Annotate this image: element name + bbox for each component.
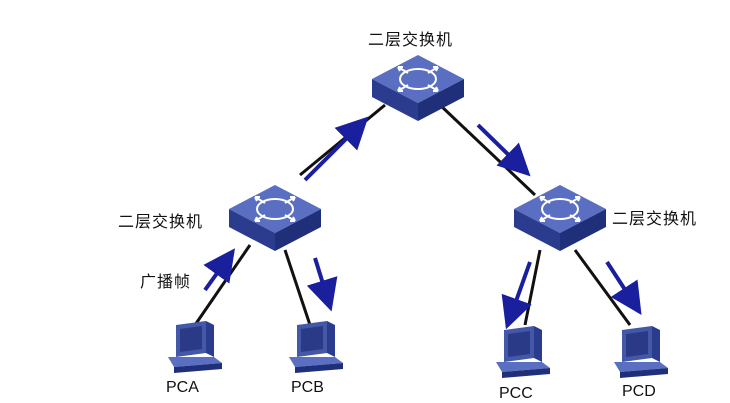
pc-icon: [614, 326, 668, 378]
pc-icon: [289, 321, 343, 373]
switch-icon: [228, 184, 322, 252]
pc-label-d: PCD: [622, 383, 656, 400]
broadcast-arrows: [203, 116, 642, 330]
link-right-pcc: [523, 249, 542, 326]
switch-label-left: 二层交换机: [118, 212, 204, 231]
link-left-pca: [193, 244, 252, 326]
arrow-icon: [303, 116, 369, 182]
broadcast-frame-label: 广播帧: [140, 272, 192, 291]
switch-label-top: 二层交换机: [368, 30, 454, 49]
pc-icon: [168, 321, 222, 373]
link-left-pcb: [283, 249, 312, 326]
switch-icon: [371, 54, 465, 122]
arrow-icon: [203, 248, 236, 292]
pc-label-b: PCB: [291, 379, 324, 396]
switch-label-right: 二层交换机: [612, 209, 698, 228]
switch-icon: [513, 184, 607, 252]
arrow-icon: [306, 257, 338, 312]
pc-icon: [496, 326, 550, 378]
links: [193, 103, 632, 326]
pc-label-c: PCC: [499, 385, 533, 402]
pc-label-a: PCA: [166, 379, 199, 396]
arrow-icon: [605, 260, 642, 316]
arrow-icon: [476, 123, 531, 177]
arrow-icon: [501, 261, 532, 330]
link-top-right: [438, 103, 537, 197]
